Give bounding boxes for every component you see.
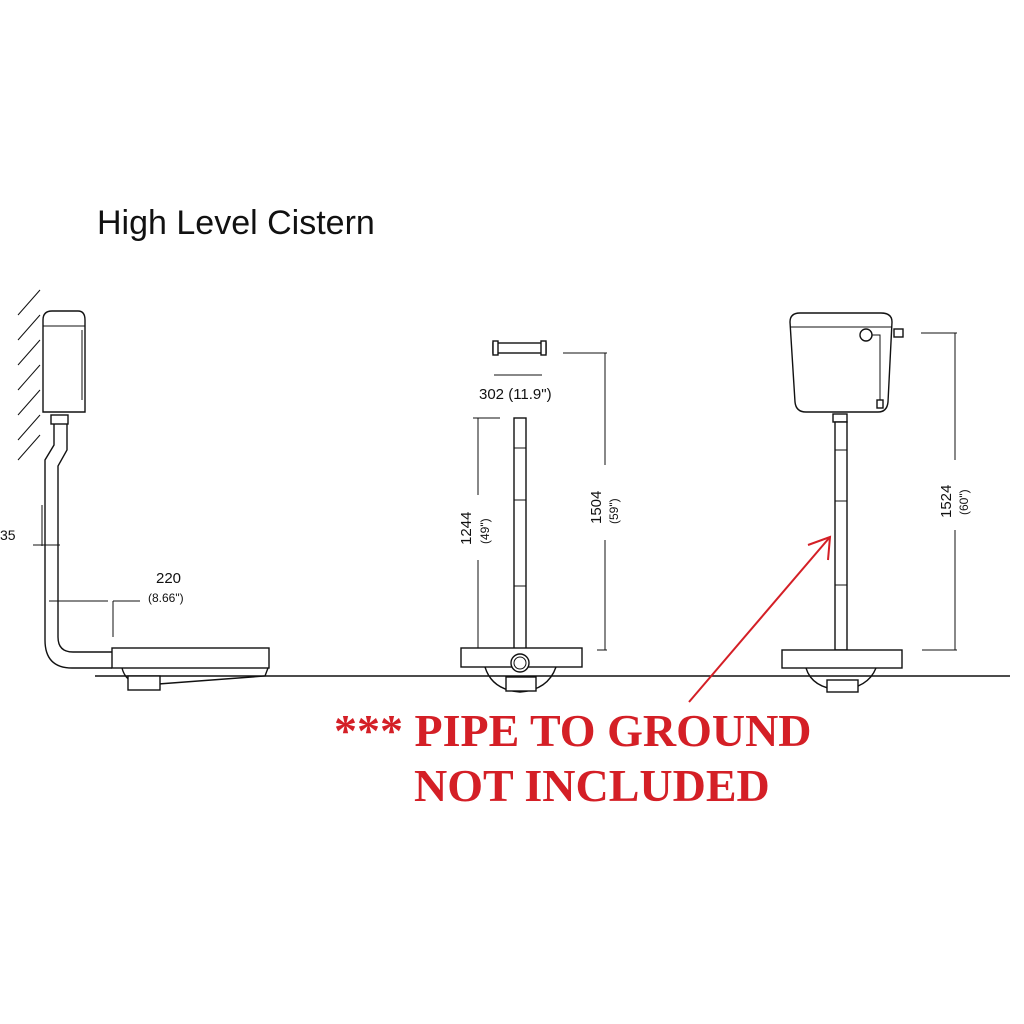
dim-pipe-height-in: (49") xyxy=(478,518,492,544)
pipe-callout-arrow xyxy=(688,535,832,703)
flush-pipe-side xyxy=(44,424,112,669)
front-view-cistern: 1524 (60") xyxy=(781,312,971,693)
pan-side xyxy=(111,647,270,669)
wall-hatching xyxy=(17,289,41,461)
notice-line-2: NOT INCLUDED xyxy=(414,760,770,811)
dim-bracket-height-mm: 1504 xyxy=(588,491,605,524)
dim-bracket-width: 302 (11.9") xyxy=(479,386,552,403)
diagram-title: High Level Cistern xyxy=(97,204,375,242)
pan-right xyxy=(781,649,903,669)
dim-wall-gap: 35 xyxy=(0,527,16,543)
notice-line-1: *** PIPE TO GROUND xyxy=(334,705,812,756)
flush-pipe-front xyxy=(513,417,527,661)
front-view-pipe: 302 (11.9") 1244 (49") 1504 (59") xyxy=(458,340,621,693)
flush-pipe-right xyxy=(834,421,848,651)
cistern-front xyxy=(789,312,893,413)
dim-offset-mm: 220 xyxy=(156,570,181,587)
dim-bracket-height-in: (59") xyxy=(607,498,621,524)
dim-pipe-height-mm: 1244 xyxy=(458,512,475,545)
pipe-coupling xyxy=(50,414,69,425)
flush-lever xyxy=(859,328,873,342)
dim-offset-in: (8.66") xyxy=(148,591,184,605)
dim-cistern-height-mm: 1524 xyxy=(938,485,955,518)
wall-bracket xyxy=(492,342,547,354)
side-view: 35 220 (8.66") xyxy=(0,289,270,691)
dim-cistern-height-in: (60") xyxy=(957,489,971,515)
cistern-side xyxy=(42,310,86,413)
